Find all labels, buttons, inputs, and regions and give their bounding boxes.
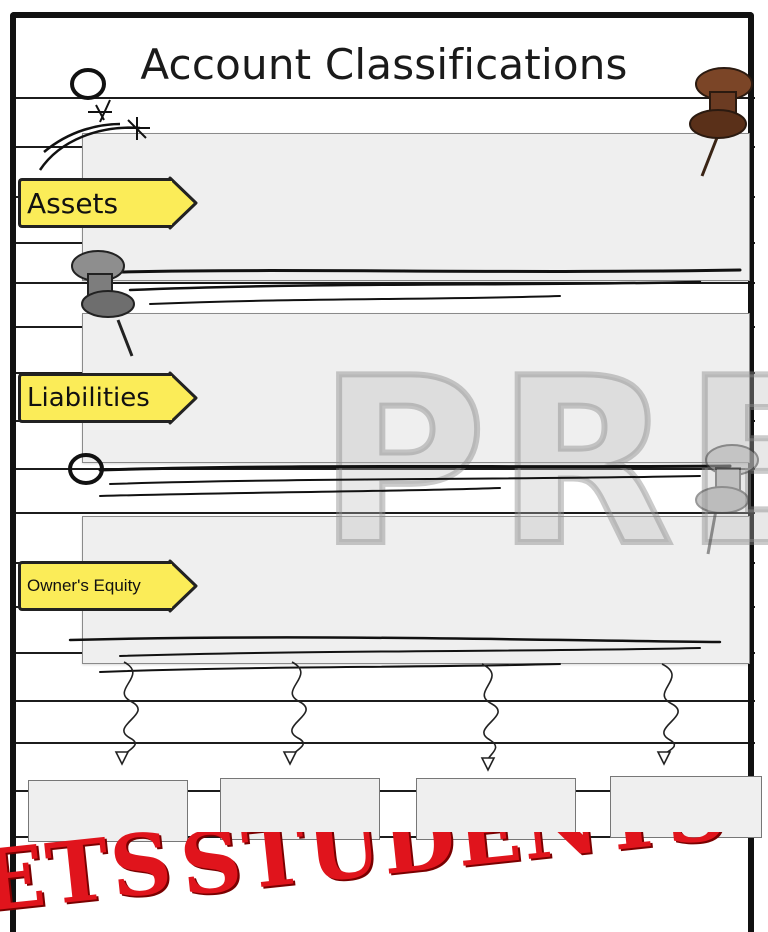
- ruled-line: [10, 512, 755, 514]
- banner-right-text: STUDENTS: [175, 832, 733, 915]
- liabilities-label: Liabilities: [27, 383, 150, 413]
- squiggle-arrow-icon: [656, 663, 679, 766]
- squiggle-arrow-icon: [282, 661, 307, 766]
- banner-left-text: ETS: [0, 832, 179, 920]
- ruled-line: [10, 97, 755, 99]
- ruled-line: [10, 836, 755, 838]
- pushpin-gray-icon: [71, 250, 135, 357]
- scribble-strokes: [68, 268, 742, 673]
- page-title: Account Classifications: [140, 40, 628, 89]
- promo-banner: ETS STUDENTS: [0, 832, 768, 920]
- squiggle-arrow-icon: [480, 663, 499, 772]
- page-border: [10, 12, 754, 932]
- ruled-line: [10, 790, 755, 792]
- tag-tip-assets: [166, 176, 198, 230]
- pushpin-brown-icon: [689, 67, 753, 177]
- owners-equity-label: Owner's Equity: [27, 576, 141, 595]
- ruled-line: [10, 742, 755, 744]
- ruled-line: [10, 700, 755, 702]
- example-box-1[interactable]: [28, 780, 188, 842]
- pushpin-faded-icon: [695, 444, 759, 555]
- squiggle-arrow-icon: [114, 661, 139, 766]
- example-box-4[interactable]: [610, 776, 762, 838]
- ruled-line: [10, 468, 755, 470]
- liabilities-tag: Liabilities: [18, 373, 170, 423]
- tag-tip-liabilities: [166, 371, 198, 425]
- assets-label: Assets: [27, 186, 119, 220]
- owners-equity-tag: Owner's Equity: [18, 561, 170, 611]
- example-box-2[interactable]: [220, 778, 380, 840]
- assets-tag: Assets: [18, 178, 170, 228]
- ruled-line: [10, 282, 755, 284]
- doodle-sparkle-icon: [38, 68, 150, 485]
- tag-tip-owners-equity: [166, 559, 198, 613]
- example-box-3[interactable]: [416, 778, 576, 840]
- liabilities-answer-box[interactable]: [82, 313, 750, 463]
